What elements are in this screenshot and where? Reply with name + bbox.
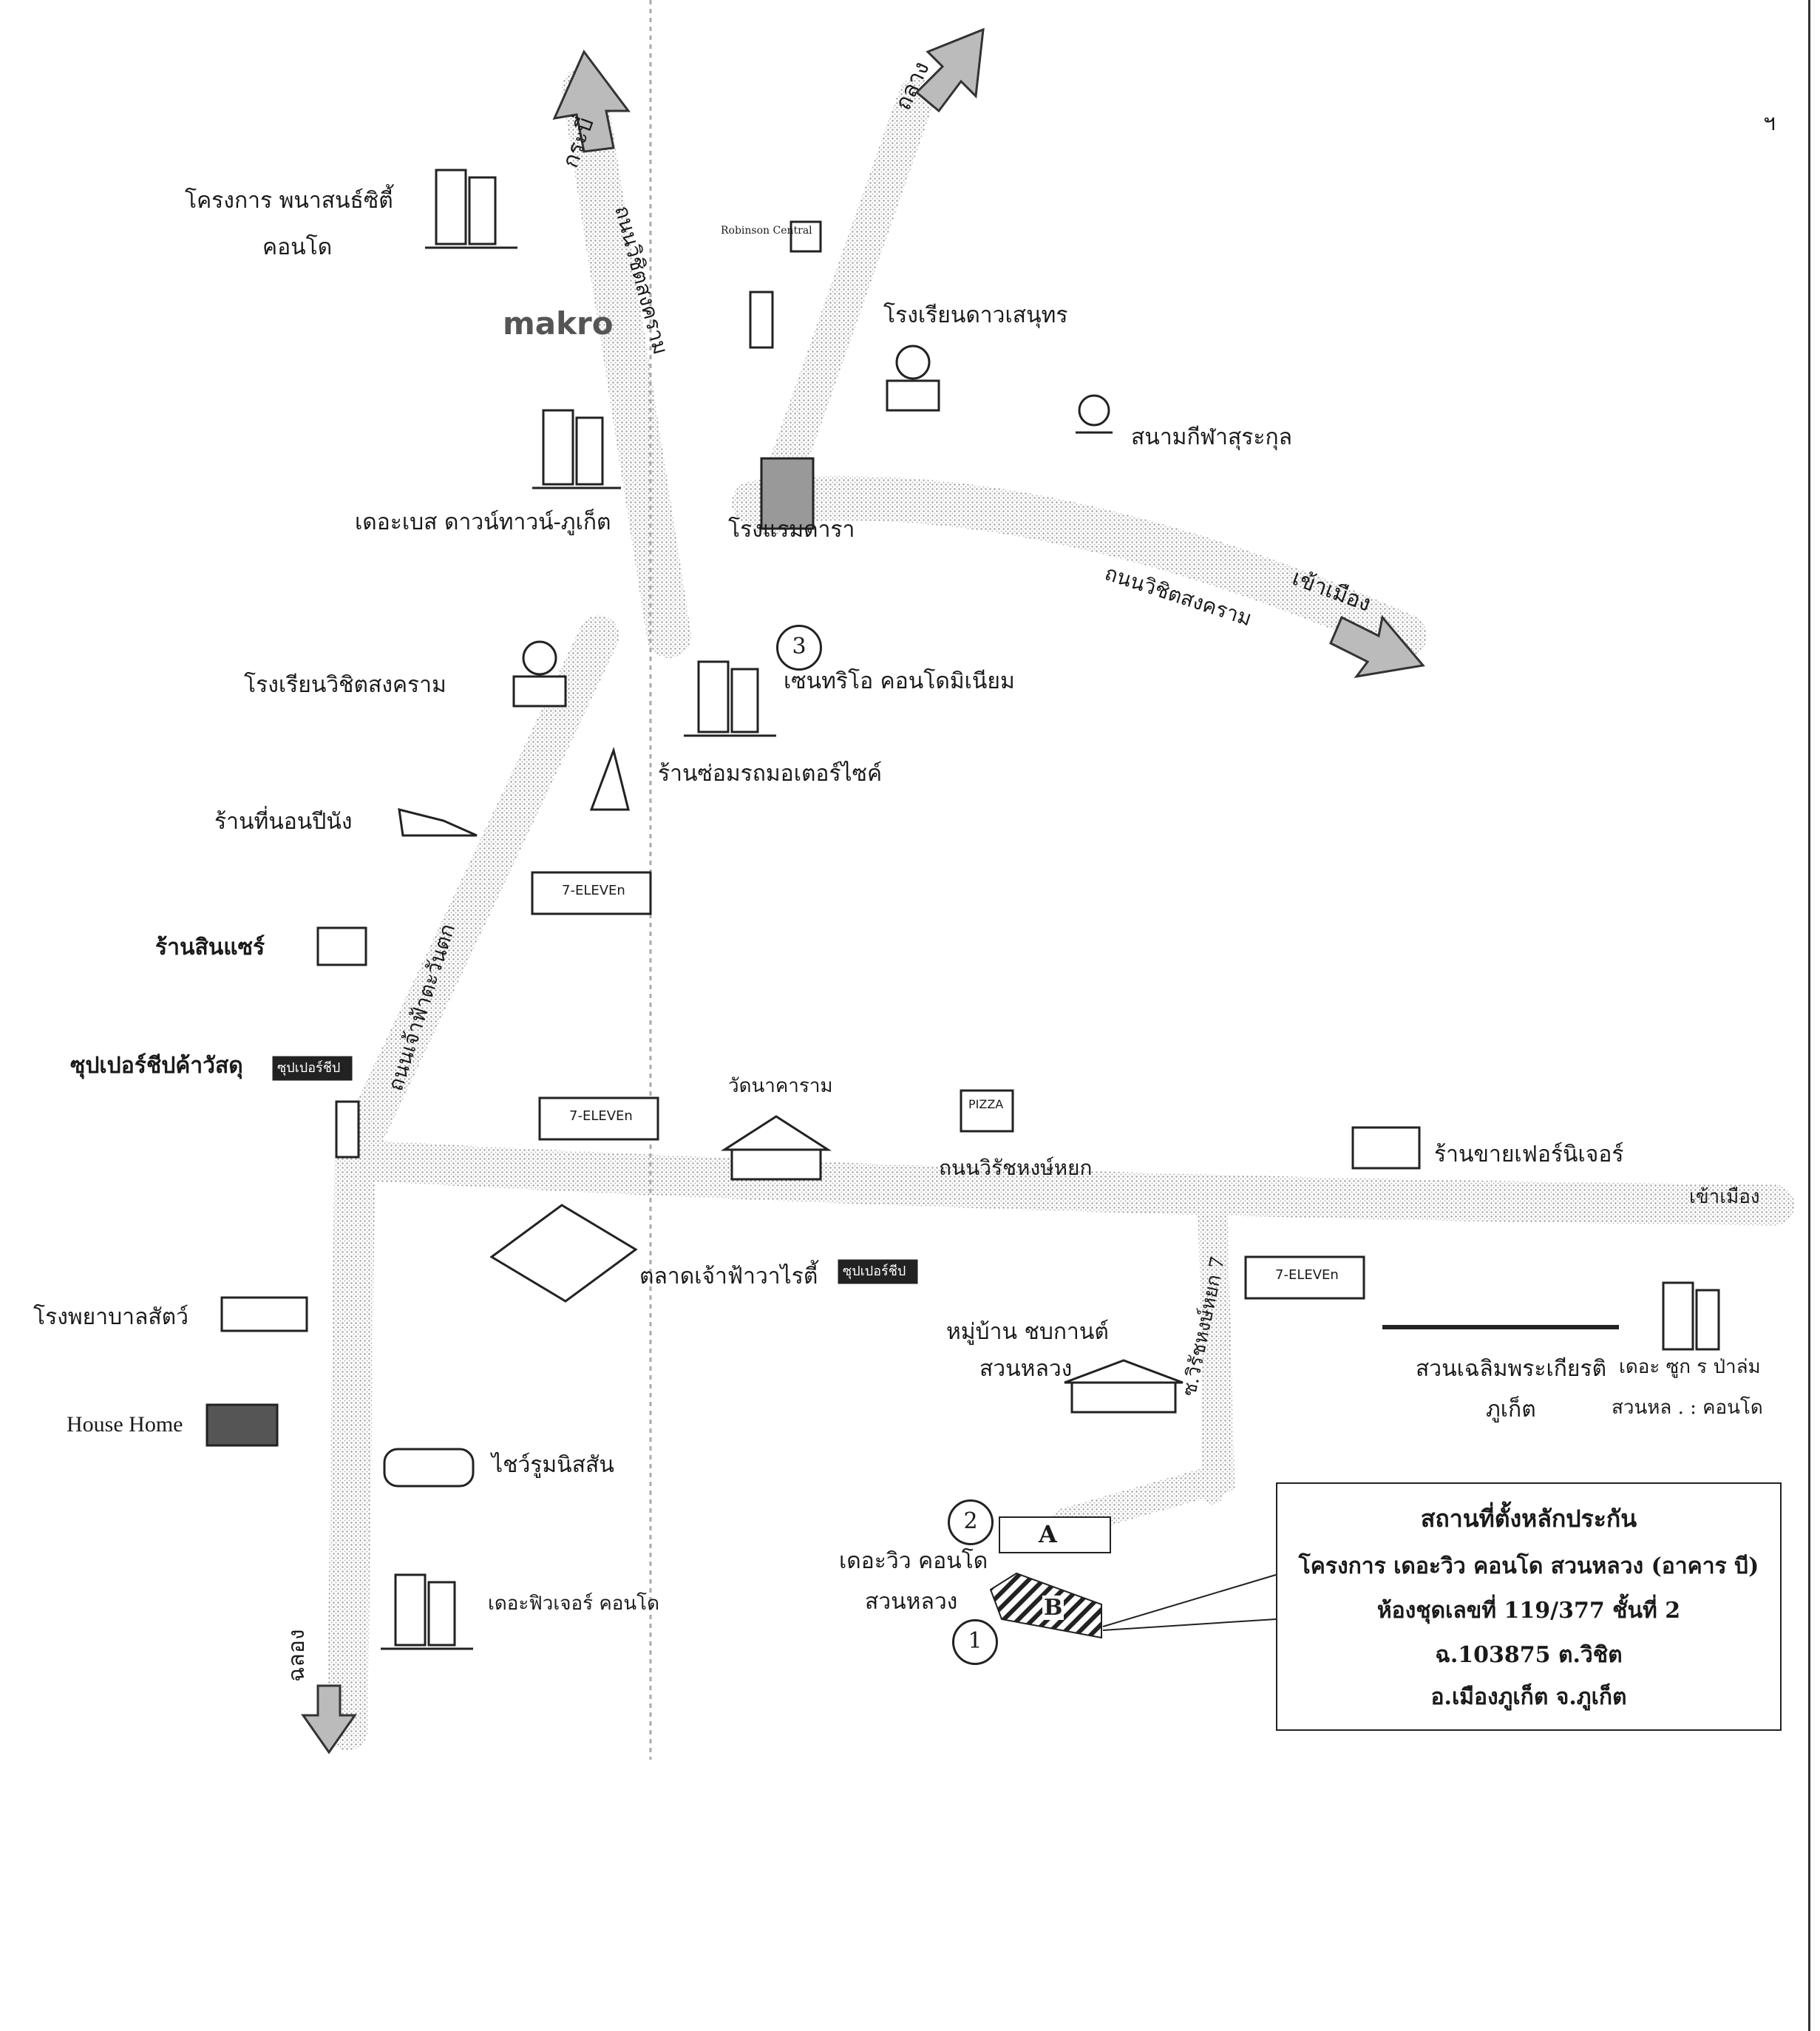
label-sinsae-shop: ร้านสินแซร์ [155, 935, 265, 960]
label-school-satri: โรงเรียนดาวเสนุทร [883, 302, 1068, 328]
motorcycle-icon [589, 746, 630, 811]
label-village: หมู่บ้าน ชบกานต์ [946, 1319, 1109, 1345]
label-phanason-city: โครงการ พนาสนธ์ซิตี้ [185, 188, 393, 214]
arrow-chalong-icon [301, 1684, 357, 1754]
marker-2: 2 [948, 1499, 994, 1545]
seven-eleven-icon-3 [1244, 1255, 1365, 1300]
road-wichit-east [732, 475, 1427, 658]
label-market: ตลาดเจ้าฟ้าวาไรตี้ [639, 1264, 818, 1289]
road-label-wirat-hongyok: ถนนวิรัชหงษ์หยก [939, 1156, 1093, 1180]
label-the-base: เดอะเบส ดาวน์ทาวน์-ภูเก็ต [355, 509, 611, 535]
collateral-info-box: สถานที่ตั้งหลักประกัน โครงการ เดอะวิว คอ… [1276, 1482, 1782, 1731]
car-icon [383, 1448, 475, 1488]
condo-icon-centrio [684, 660, 776, 737]
collateral-project: โครงการ เดอะวิว คอนโด สวนหลวง (อาคาร บี) [1298, 1553, 1759, 1579]
label-house-home: House Home [67, 1412, 183, 1437]
temple-icon [720, 1115, 832, 1181]
block-b-label: B [1042, 1595, 1065, 1621]
leader-line-top [1102, 1574, 1277, 1627]
label-the-future: เดอะฟิวเจอร์ คอนโด [488, 1593, 659, 1615]
label-seven-eleven-2: 7-ELEVEn [569, 1108, 633, 1124]
label-seven-eleven-3: 7-ELEVEn [1275, 1267, 1339, 1283]
label-wat: วัดนาคาราม [728, 1075, 833, 1097]
condo-icon-the-future [381, 1573, 473, 1650]
condo-icon-phanason [425, 169, 517, 249]
page-edge-line [1808, 0, 1810, 2031]
condo-icon-the-zoot [1662, 1281, 1720, 1351]
seven-eleven-icon-2 [538, 1096, 659, 1141]
collateral-district: อ.เมืองภูเก็ต จ.ภูเก็ต [1430, 1684, 1627, 1710]
direction-chalong: ฉลอง [284, 1629, 310, 1682]
leader-line-bottom [1102, 1618, 1277, 1631]
label-makro: makro [503, 305, 614, 342]
marker-1: 1 [952, 1619, 998, 1665]
label-stadium: สนามกีฬาสุระกุล [1131, 424, 1293, 450]
roads [327, 67, 1795, 1751]
collateral-unit: ห้องชุดเลขที่ 119/377 ชั้นที่ 2 [1376, 1598, 1681, 1624]
hotel-icon [760, 457, 815, 530]
label-motorcycle-shop: ร้านซ่อมรถมอเตอร์ไซค์ [658, 761, 883, 787]
pizza-icon [960, 1089, 1014, 1133]
label-the-view: เดอะวิว คอนโด [839, 1548, 988, 1574]
label-the-view-2: สวนหลวง [865, 1589, 958, 1615]
label-centrio: เซนทริโอ คอนโดมิเนียม [784, 668, 1015, 694]
building-icons [206, 169, 1720, 1650]
label-noodle-shop: ร้านที่นอนปีนัง [214, 809, 353, 835]
label-park-2: ภูเก็ต [1486, 1397, 1536, 1423]
seven-eleven-icon-1 [531, 871, 652, 915]
label-pizza: PIZZA [968, 1097, 1004, 1111]
house-home-icon [206, 1403, 279, 1447]
central-icon [790, 220, 822, 253]
arrow-krabi-icon [552, 50, 631, 153]
arrow-to-city-east-icon [1329, 614, 1425, 679]
arrow-thalang-icon [914, 27, 985, 113]
super-cheap-logo-icon-1 [272, 1056, 353, 1081]
block-a-box [999, 1516, 1111, 1553]
label-phanason-condo: คอนโด [262, 234, 333, 260]
label-super-cheap-materials: ซุปเปอร์ชีปค้าวัสดุ [70, 1053, 243, 1079]
road-north-to-krabi [562, 67, 691, 658]
collateral-title: สถานที่ตั้งหลักประกัน [1420, 1505, 1637, 1533]
direction-arrows [301, 27, 1425, 1754]
label-super-cheap-logo-1: ซุปเปอร์ชีป [277, 1060, 341, 1076]
marker-3: 3 [776, 625, 822, 671]
label-the-zoot: เดอะ ซูก ร ป่าล่ม [1619, 1356, 1761, 1378]
label-hotel: โรงแรมดารา [728, 517, 855, 543]
label-village-2: สวนหลวง [979, 1356, 1073, 1382]
direction-to-city-right: เข้าเมือง [1689, 1186, 1760, 1208]
condo-icon-the-base [532, 409, 621, 489]
school-icon-1 [886, 345, 940, 412]
label-park: สวนเฉลิมพระเกียรติ [1416, 1356, 1607, 1382]
label-vet-hospital: โรงพยาบาลสัตว์ [33, 1304, 189, 1330]
label-school-wichit: โรงเรียนวิชิตสงคราม [244, 672, 446, 698]
corner-mark: ฯ [1763, 110, 1776, 136]
label-furniture-shop: ร้านขายเฟอร์นิเจอร์ [1434, 1142, 1624, 1167]
label-the-zoot-2: สวนหล . : คอนโด [1612, 1397, 1763, 1419]
sinsae-icon [316, 926, 367, 966]
village-house-icon [1064, 1359, 1184, 1414]
label-super-cheap-logo-2: ซุปเปอร์ชีป [843, 1264, 906, 1279]
noodle-icon [398, 808, 478, 837]
school-icon-2 [512, 640, 567, 708]
stadium-icon [1076, 394, 1113, 434]
traffic-light-icon-2 [335, 1100, 360, 1159]
label-car-care: ไชว์รูมนิสสัน [492, 1452, 614, 1478]
super-cheap-logo-icon-2 [838, 1259, 918, 1284]
furniture-icon [1351, 1126, 1421, 1170]
label-seven-eleven-1: 7-ELEVEn [562, 883, 625, 898]
block-a-label: A [1039, 1520, 1057, 1548]
traffic-light-icon-1 [749, 291, 774, 349]
label-robinson-central: Robinson Central [721, 225, 812, 237]
vet-icon [220, 1296, 308, 1332]
road-north-to-thalang [750, 78, 935, 536]
collateral-deed: ฉ.103875 ต.วิชิต [1435, 1642, 1623, 1668]
road-wirat-hongyok [349, 1140, 1795, 1226]
market-icon [489, 1204, 638, 1303]
